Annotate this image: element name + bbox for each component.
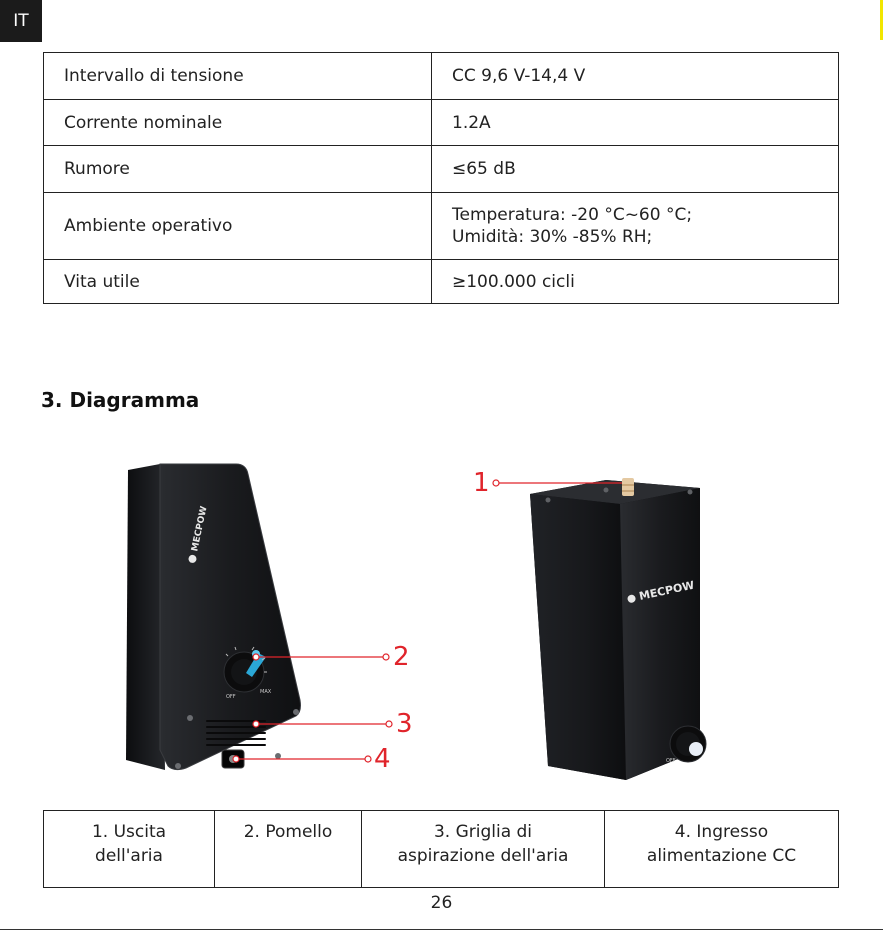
device-left: MECPOW OFF MAX (126, 463, 301, 771)
legend-item: 4. Ingresso alimentazione CC (604, 810, 839, 888)
spec-value-line: Temperatura: -20 °C~60 °C; (452, 204, 693, 225)
air-outlet (622, 478, 634, 496)
callout-3: 3 (396, 709, 413, 739)
spec-row: Vita utile ≥100.000 cicli (43, 259, 839, 304)
legend-line: aspirazione dell'aria (397, 845, 569, 866)
intake-grille (206, 720, 266, 746)
svg-text:OFF: OFF (226, 694, 236, 700)
legend-line: 2. Pomello (243, 822, 333, 842)
specs-table: Intervallo di tensione CC 9,6 V-14,4 V C… (43, 52, 839, 304)
spec-row: Ambiente operativo Temperatura: -20 °C~6… (43, 192, 839, 260)
legend-line: alimentazione CC (646, 845, 797, 866)
legend-item: 3. Griglia di aspirazione dell'aria (361, 810, 605, 888)
spec-row: Rumore ≤65 dB (43, 145, 839, 193)
spec-label: Ambiente operativo (43, 192, 432, 260)
legend-item: 1. Uscita dell'aria (43, 810, 215, 888)
language-tab: IT (0, 0, 42, 42)
legend-line: 1. Uscita (91, 822, 167, 842)
device-diagram: MECPOW OFF MAX (0, 450, 883, 800)
spec-label: Corrente nominale (43, 99, 432, 146)
spec-value: Temperatura: -20 °C~60 °C; Umidità: 30% … (431, 192, 839, 260)
device-right: MECPOW OFF (530, 478, 707, 780)
callout-2: 2 (393, 642, 410, 672)
callout-1: 1 (473, 468, 490, 498)
callout-lines (232, 479, 622, 763)
spec-value: CC 9,6 V-14,4 V (431, 52, 839, 100)
device-left-side (126, 464, 165, 770)
edge-color-mark (880, 0, 883, 40)
spec-row: Intervallo di tensione CC 9,6 V-14,4 V (43, 52, 839, 100)
legend-table: 1. Uscita dell'aria 2. Pomello 3. Grigli… (43, 810, 839, 888)
spec-row: Corrente nominale 1.2A (43, 99, 839, 146)
legend-item: 2. Pomello (214, 810, 362, 888)
spec-value: 1.2A (431, 99, 839, 146)
spec-label: Rumore (43, 145, 432, 193)
spec-value: ≥100.000 cicli (431, 259, 839, 304)
page-number: 26 (430, 893, 453, 913)
device-right-front (620, 488, 700, 780)
spec-label: Intervallo di tensione (43, 52, 432, 100)
device-right-side (530, 494, 626, 780)
device-left-front (160, 464, 301, 770)
svg-text:MAX: MAX (260, 689, 272, 695)
spec-value-line: Umidità: 30% -85% RH; (452, 227, 653, 247)
spec-value: ≤65 dB (431, 145, 839, 193)
knob-right: OFF (666, 725, 707, 764)
spec-label: Vita utile (43, 259, 432, 304)
callout-4: 4 (374, 744, 391, 774)
section-title: 3. Diagramma (41, 388, 200, 412)
device-right-top (530, 480, 700, 504)
legend-line: 4. Ingresso (674, 822, 769, 842)
device-diagram-svg: MECPOW OFF MAX (126, 463, 707, 780)
screws-right (545, 487, 693, 503)
bottom-divider (0, 929, 883, 930)
legend-line: dell'aria (95, 845, 163, 866)
legend-row: 1. Uscita dell'aria 2. Pomello 3. Grigli… (43, 810, 839, 888)
screws-left (175, 709, 299, 769)
svg-text:OFF: OFF (666, 758, 676, 764)
legend-line: 3. Griglia di (433, 822, 533, 842)
